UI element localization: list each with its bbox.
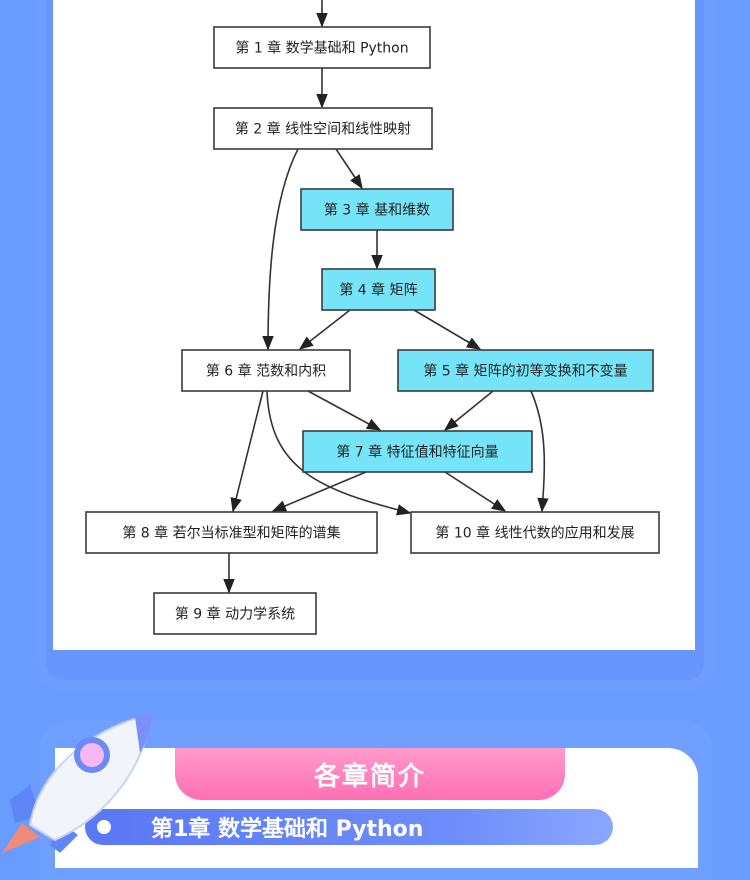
node-label: 第 2 章 线性空间和线性映射 xyxy=(235,121,411,138)
node-ch8: 第 8 章 若尔当标准型和矩阵的谱集 xyxy=(86,512,377,553)
section-title-tab: 各章简介 xyxy=(175,748,565,800)
chapter-dependency-diagram: 第 1 章 数学基础和 Python 第 2 章 线性空间和线性映射第 3 章 基… xyxy=(0,0,750,650)
section-title: 各章简介 xyxy=(314,756,426,793)
node-label: 第 7 章 特征值和特征向量 xyxy=(336,444,498,461)
edge-ch5-to-ch10 xyxy=(531,391,544,511)
node-ch5: 第 5 章 矩阵的初等变换和不变量 xyxy=(398,350,653,391)
rocket-icon xyxy=(0,705,160,855)
node-ch6: 第 6 章 范数和内积 xyxy=(182,350,350,391)
node-label: 第 3 章 基和维数 xyxy=(324,202,430,219)
node-label: 第 1 章 数学基础和 Python xyxy=(235,40,408,57)
edge-ch2-to-ch3 xyxy=(336,149,362,188)
node-ch9: 第 9 章 动力学系统 xyxy=(154,593,316,634)
node-ch7: 第 7 章 特征值和特征向量 xyxy=(303,431,532,472)
node-label: 第 6 章 范数和内积 xyxy=(206,363,326,380)
edge-ch2-to-ch6 xyxy=(268,149,298,349)
node-label: 第 4 章 矩阵 xyxy=(339,282,417,299)
edge-ch7-to-ch10 xyxy=(445,472,505,511)
edge-ch6-to-ch8 xyxy=(233,391,263,511)
node-ch1: 第 1 章 数学基础和 Python xyxy=(214,27,430,68)
edge-ch6-to-ch7 xyxy=(308,391,380,430)
edge-ch4-to-ch6 xyxy=(300,310,350,349)
node-label: 第 10 章 线性代数的应用和发展 xyxy=(435,525,634,542)
node-ch2: 第 2 章 线性空间和线性映射 xyxy=(214,108,432,149)
edge-ch5-to-ch7 xyxy=(445,391,493,430)
chapter-heading: 第1章 数学基础和 Python xyxy=(151,811,423,843)
node-ch3: 第 3 章 基和维数 xyxy=(301,189,453,230)
edge-ch4-to-ch5 xyxy=(414,310,480,349)
node-label: 第 8 章 若尔当标准型和矩阵的谱集 xyxy=(122,525,340,542)
node-ch4: 第 4 章 矩阵 xyxy=(322,269,435,310)
node-label: 第 9 章 动力学系统 xyxy=(175,606,295,623)
node-ch10: 第 10 章 线性代数的应用和发展 xyxy=(411,512,659,553)
chapter-heading-bar: 第1章 数学基础和 Python xyxy=(85,809,613,845)
node-label: 第 5 章 矩阵的初等变换和不变量 xyxy=(423,363,627,380)
edge-ch7-to-ch8 xyxy=(273,472,366,511)
